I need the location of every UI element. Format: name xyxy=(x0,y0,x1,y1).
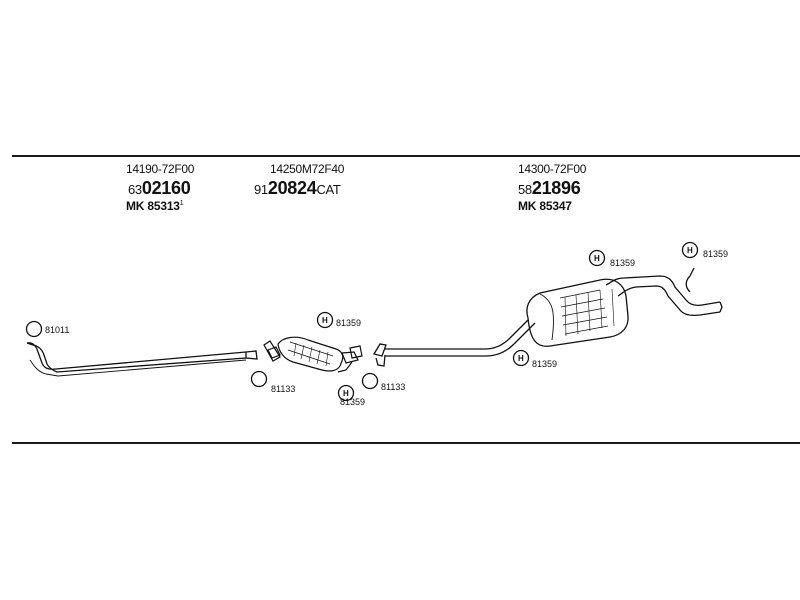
callout-81133-right: 81133 xyxy=(361,372,405,392)
callout-label: 81359 xyxy=(703,249,728,259)
callout-label: 81011 xyxy=(45,325,69,335)
part-number-prefix: 91 xyxy=(254,182,268,197)
callout-81359-cat-top: H 81359 xyxy=(316,311,361,329)
part-number: 9120824CAT xyxy=(254,179,344,197)
callout-81133-left: 81133 xyxy=(250,370,295,394)
bottom-divider xyxy=(12,442,800,444)
oe-number: 14250M72F40 xyxy=(270,162,345,176)
callout-label: 81359 xyxy=(336,318,361,328)
callout-letter: H xyxy=(518,354,524,363)
mk-superscript: 1 xyxy=(179,200,184,207)
catalytic-converter-drawing xyxy=(263,336,363,373)
callout-81359-tailpipe: H 81359 xyxy=(681,241,728,259)
callout-81359-muffler: H 81359 xyxy=(588,249,635,268)
callout-letter: H xyxy=(322,316,328,325)
part-number-suffix: CAT xyxy=(316,182,341,197)
callout-label: 81133 xyxy=(271,384,295,394)
front-pipe-drawing xyxy=(26,342,258,377)
callout-letter: H xyxy=(594,254,600,263)
callout-label: 81359 xyxy=(532,359,557,369)
mk-reference: MK 853131 xyxy=(126,200,194,212)
mk-text: MK 85313 xyxy=(126,199,180,213)
part-front-pipe: 14190-72F00 6302160 MK 853131 xyxy=(126,163,194,212)
oe-number: 14190-72F00 xyxy=(126,162,195,176)
part-number: 6302160 xyxy=(128,179,194,197)
top-divider xyxy=(12,155,800,157)
callout-label: 81359 xyxy=(610,258,635,268)
callout-81359-middle: H 81359 xyxy=(512,349,557,369)
part-number-main: 21896 xyxy=(531,178,581,198)
mk-reference: MK 85347 xyxy=(518,200,586,212)
part-number-main: 20824 xyxy=(267,178,317,198)
part-number-main: 02160 xyxy=(141,178,191,198)
rear-section-drawing xyxy=(372,267,723,367)
callout-letter: H xyxy=(343,389,349,398)
callout-letter: H xyxy=(687,246,693,255)
callout-81359-cat-bottom: H 81359 xyxy=(337,384,365,407)
oe-number: 14300-72F00 xyxy=(518,162,587,176)
callout-markers: 81011 H 81359 81133 81133 H 81359 H 8135… xyxy=(25,241,728,407)
part-number-prefix: 58 xyxy=(518,182,532,197)
part-catalytic-converter: 14250M72F40 9120824CAT xyxy=(254,162,345,197)
callout-81011: 81011 xyxy=(25,320,69,338)
mk-text: MK 85347 xyxy=(518,199,572,213)
callout-label: 81133 xyxy=(381,382,405,392)
part-number-prefix: 63 xyxy=(128,182,142,197)
part-rear-muffler: 14300-72F00 5821896 MK 85347 xyxy=(518,163,586,212)
part-number: 5821896 xyxy=(518,179,586,197)
callout-label: 81359 xyxy=(340,397,365,407)
